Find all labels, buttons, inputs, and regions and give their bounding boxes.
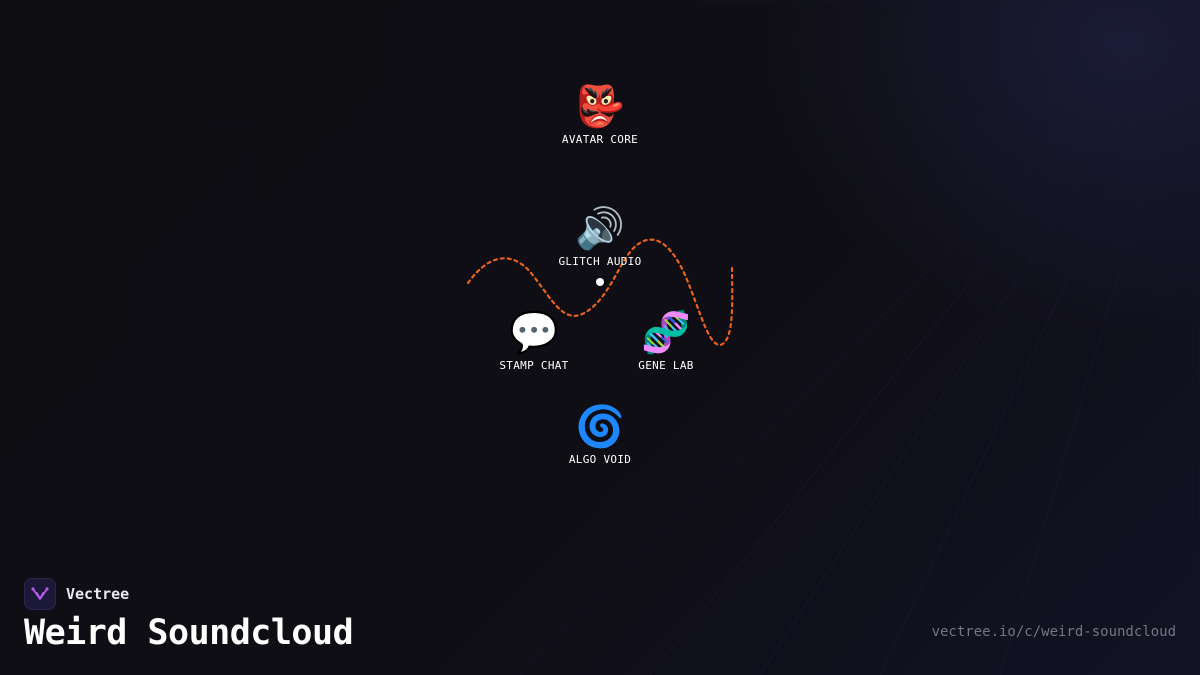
branch-icon — [31, 587, 49, 600]
node-avatar-core[interactable]: 👺 AVATAR CORE — [530, 84, 670, 146]
vectree-logo-icon — [24, 578, 56, 610]
page-url[interactable]: vectree.io/c/weird-soundcloud — [931, 624, 1176, 640]
page-title: Weird Soundcloud — [24, 613, 354, 653]
dna-icon: 🧬 — [641, 310, 691, 356]
node-gene-lab[interactable]: 🧬 GENE LAB — [596, 310, 736, 372]
speaker-icon: 🔊 — [575, 206, 625, 252]
goblin-mask-icon: 👺 — [575, 84, 625, 130]
brand-name: Vectree — [66, 585, 130, 603]
brand[interactable]: Vectree — [24, 577, 129, 611]
node-label: GENE LAB — [638, 359, 694, 372]
node-label: STAMP CHAT — [499, 359, 569, 372]
node-algo-void[interactable]: 🌀 ALGO VOID — [530, 404, 670, 466]
node-label: GLITCH AUDIO — [558, 255, 642, 268]
cyclone-icon: 🌀 — [575, 404, 625, 450]
node-label: ALGO VOID — [568, 453, 632, 466]
node-label: AVATAR CORE — [561, 133, 639, 146]
speech-bubble-icon: 💬 — [509, 310, 559, 356]
node-stamp-chat[interactable]: 💬 STAMP CHAT — [464, 310, 604, 372]
dotted-wave-line — [466, 238, 734, 347]
center-dot — [596, 278, 604, 286]
node-glitch-audio[interactable]: 🔊 GLITCH AUDIO — [530, 206, 670, 268]
